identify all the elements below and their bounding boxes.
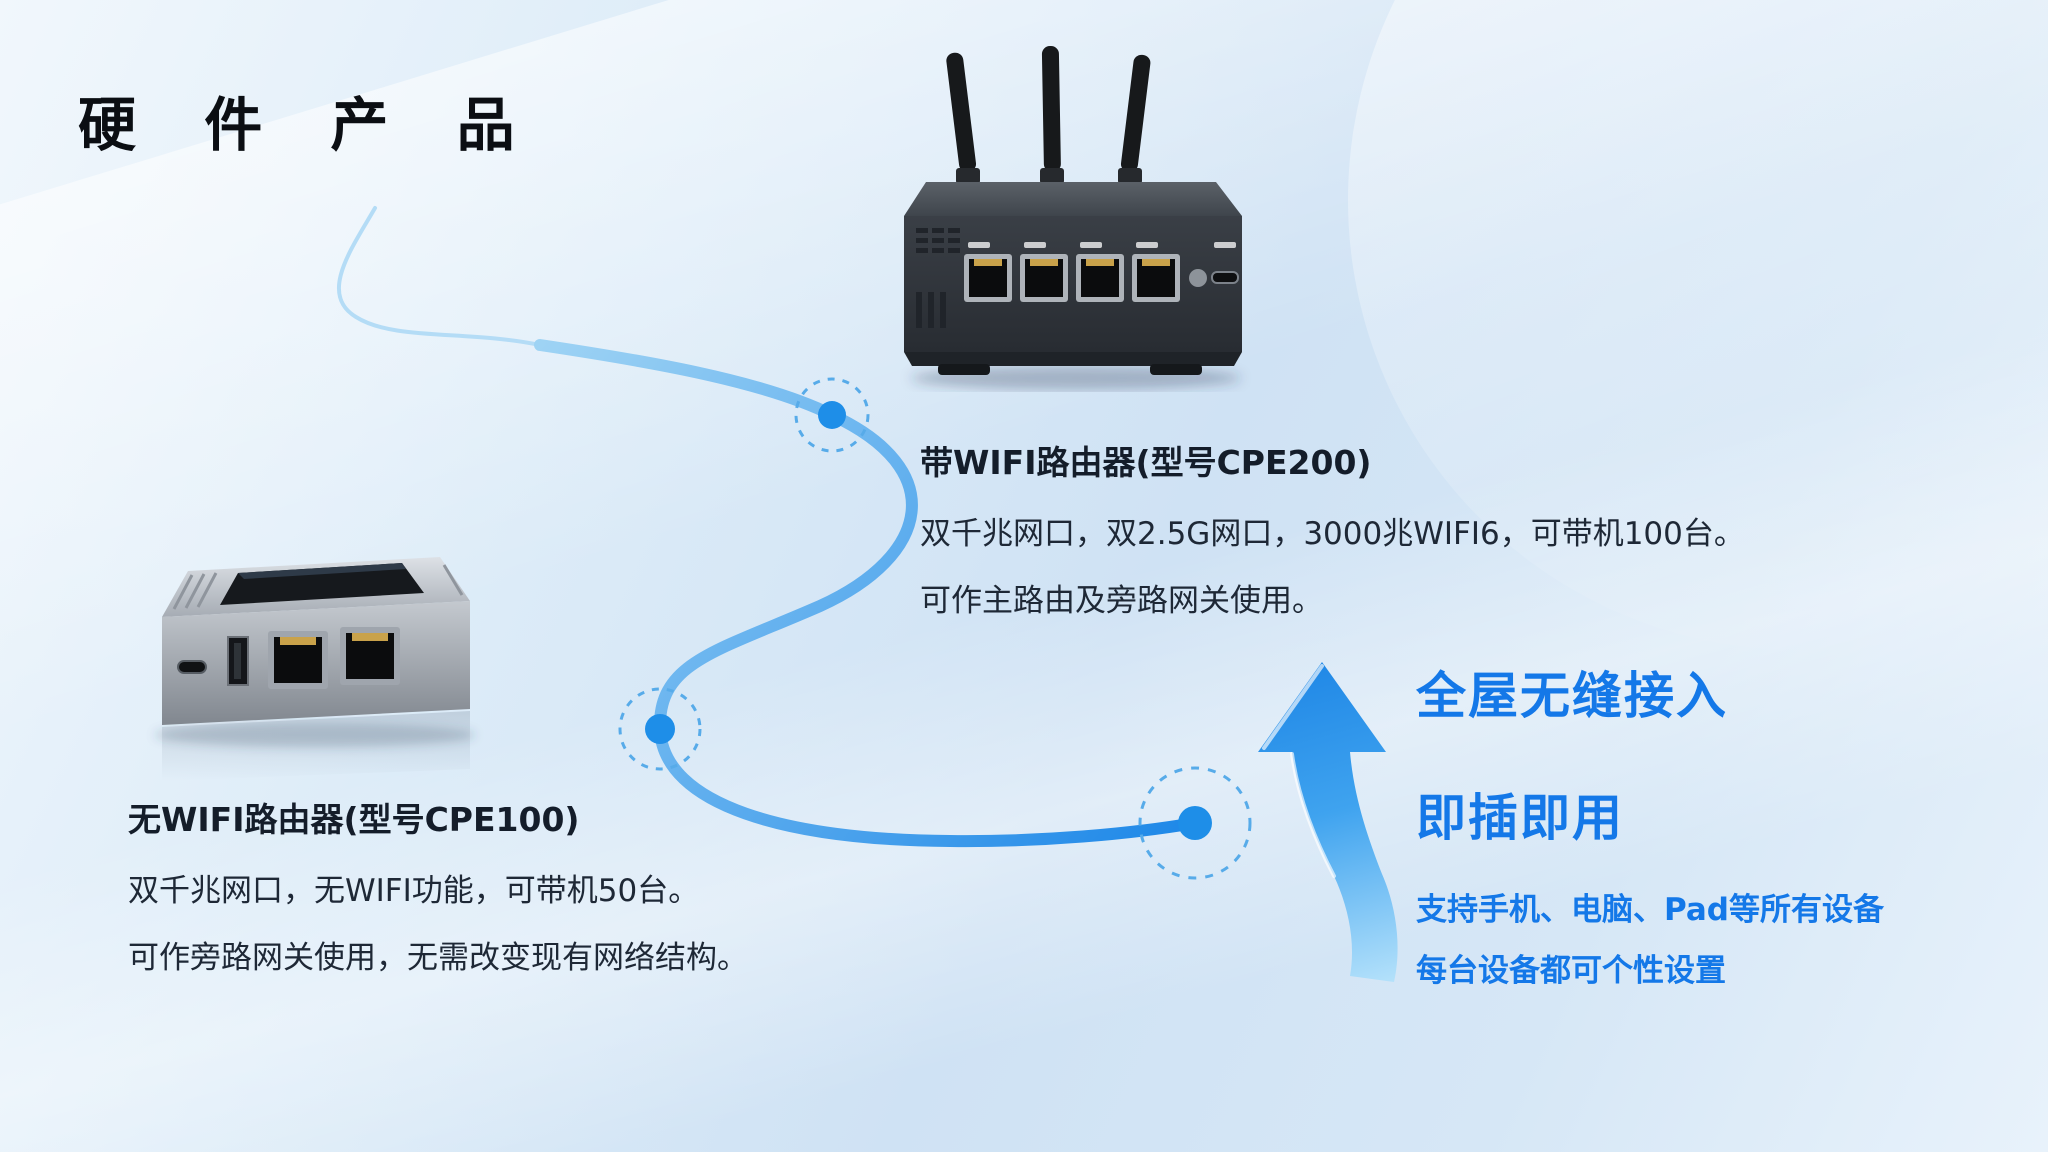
usb-a-port-icon	[227, 636, 249, 686]
connector-node-1	[794, 377, 870, 453]
page-title: 硬 件 产 品	[78, 91, 539, 159]
screen-glint	[238, 563, 406, 579]
chassis-bottom	[904, 352, 1242, 366]
usb-c-port-icon	[1211, 242, 1239, 284]
usb-c-port-icon	[177, 660, 207, 674]
highlight-subtext: 支持手机、电脑、Pad等所有设备	[1416, 892, 1884, 928]
product-desc-line: 双千兆网口，双2.5G网口，3000兆WIFI6，可带机100台。	[920, 516, 1745, 552]
router-cpe200-image	[904, 46, 1242, 390]
feature-highlights: 全屋无缝接入 即插即用 支持手机、电脑、Pad等所有设备 每台设备都可个性设置	[1416, 656, 1884, 1006]
reset-button-icon	[1189, 269, 1207, 287]
product-name-cpe100: 无WIFI路由器(型号CPE100)	[128, 800, 580, 839]
device-reflection	[162, 711, 470, 781]
chassis-top	[904, 182, 1242, 216]
router-cpe100-image	[155, 557, 475, 781]
ethernet-port-icon	[268, 627, 400, 689]
ethernet-port-icon	[964, 242, 1180, 302]
highlight-subtext: 每台设备都可个性设置	[1416, 953, 1726, 989]
heatsink-fins	[172, 564, 464, 610]
product-desc-line: 可作主路由及旁路网关使用。	[920, 583, 1323, 619]
product-info-cpe200: 带WIFI路由器(型号CPE200) 双千兆网口，双2.5G网口，3000兆WI…	[920, 436, 1745, 642]
connector-node-3	[1138, 766, 1252, 880]
connector-node-2	[618, 687, 702, 771]
product-desc-line: 可作旁路网关使用，无需改变现有网络结构。	[128, 940, 748, 976]
product-info-cpe100: 无WIFI路由器(型号CPE100) 双千兆网口，无WIFI功能，可带机50台。…	[128, 793, 748, 999]
up-arrow-icon	[1258, 662, 1398, 982]
curve-thin-start	[336, 206, 542, 347]
chassis-front	[904, 216, 1242, 352]
vent-slots	[916, 228, 960, 328]
highlight-headline: 全屋无缝接入	[1416, 667, 1728, 725]
product-desc-line: 双千兆网口，无WIFI功能，可带机50台。	[128, 873, 700, 909]
highlight-headline: 即插即用	[1416, 789, 1624, 847]
device-foot	[938, 364, 990, 375]
device-foot	[1150, 364, 1202, 375]
antenna-icon	[946, 46, 1151, 184]
product-name-cpe200: 带WIFI路由器(型号CPE200)	[920, 443, 1372, 482]
